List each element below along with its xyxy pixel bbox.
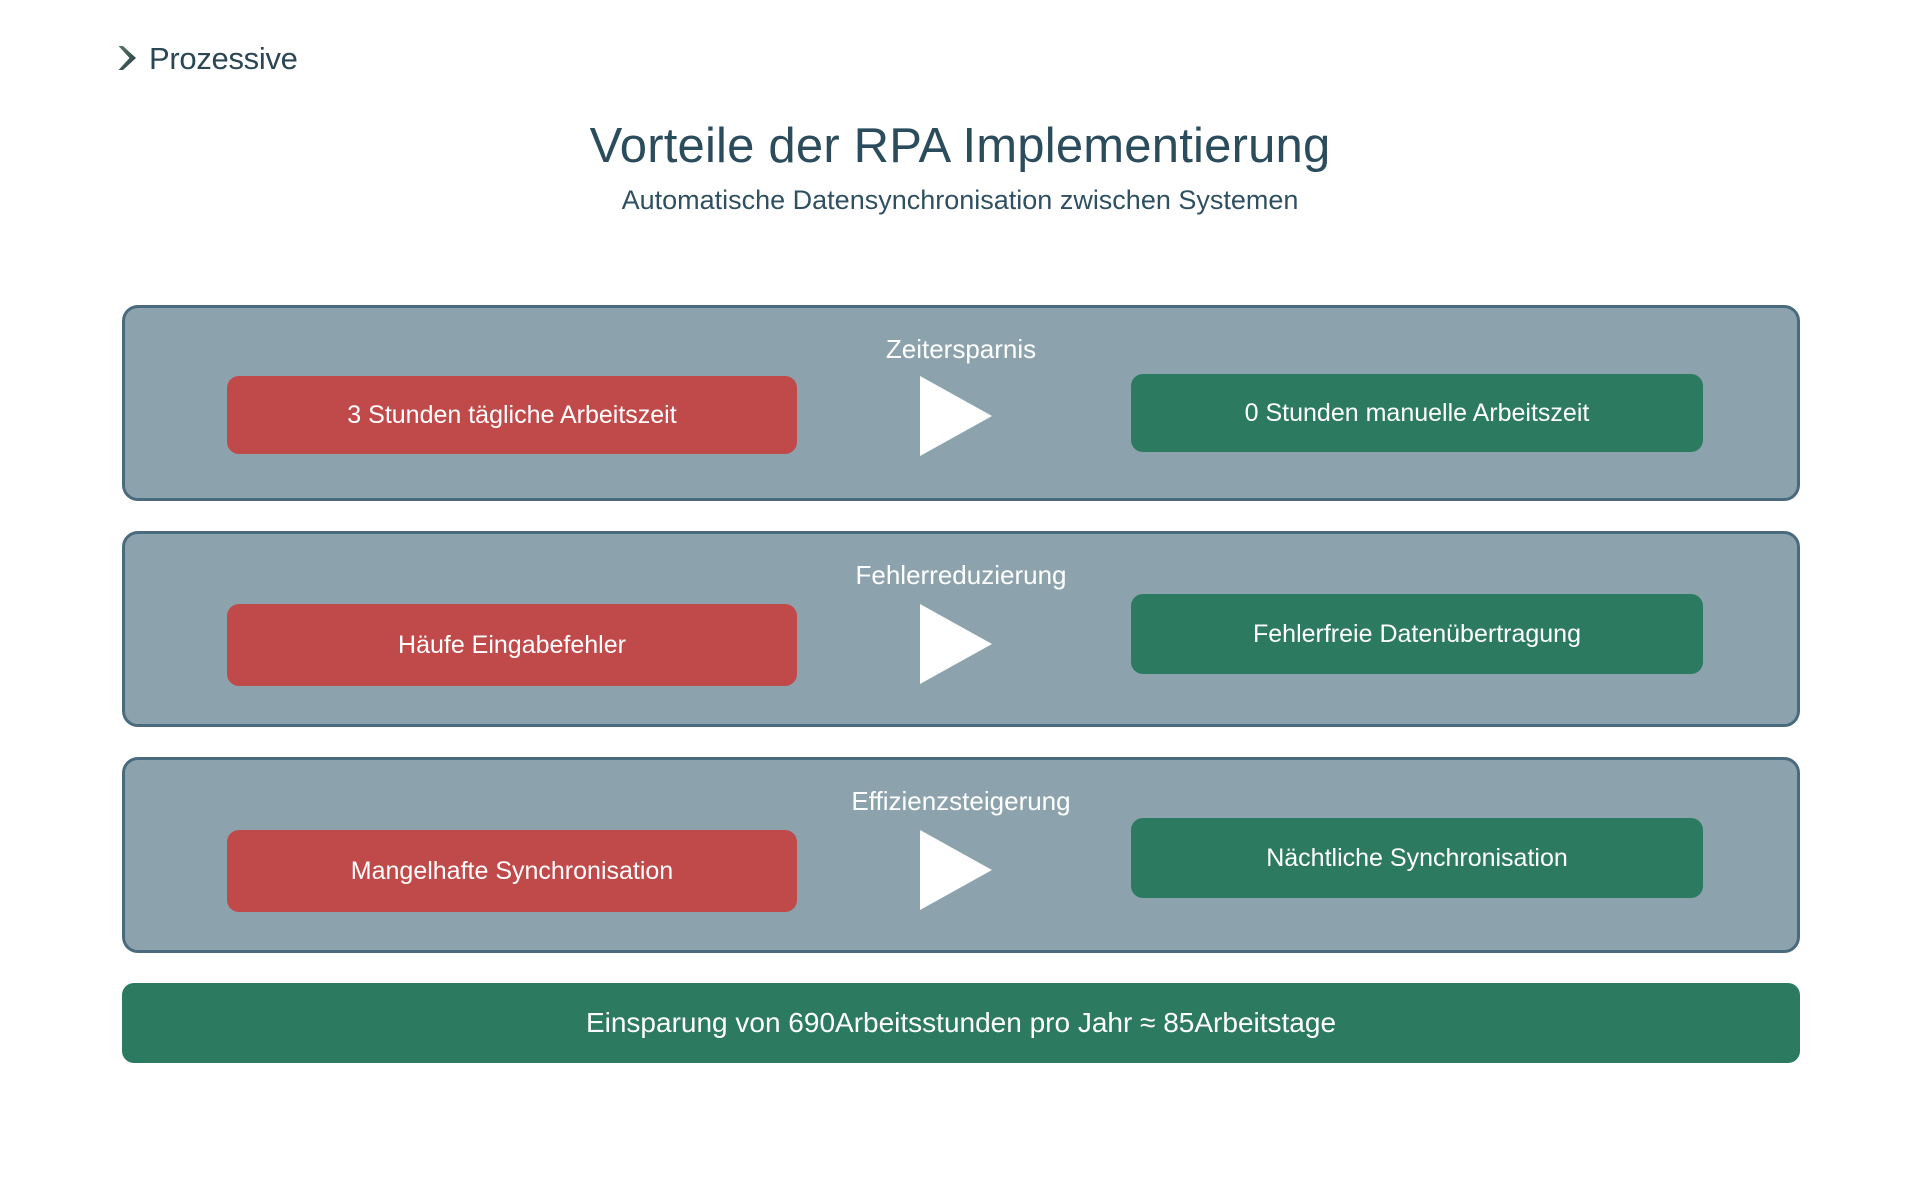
brand-name: Prozessive [149, 40, 298, 76]
before-state-pill: 3 Stunden tägliche Arbeitszeit [227, 376, 797, 454]
triangle-right-icon [920, 830, 992, 910]
after-state-pill: 0 Stunden manuelle Arbeitszeit [1131, 374, 1703, 452]
page-title: Vorteile der RPA Implementierung [589, 119, 1331, 173]
triangle-right-icon [920, 604, 992, 684]
triangle-right-icon [920, 376, 992, 456]
row-label: Effizienzsteigerung [851, 786, 1071, 816]
summary-banner: Einsparung von 690Arbeitsstunden pro Jah… [122, 983, 1800, 1063]
chevron-right-icon [118, 46, 136, 70]
before-state-pill: Mangelhafte Synchronisation [227, 830, 797, 912]
page-subtitle: Automatische Datensynchronisation zwisch… [621, 185, 1299, 215]
row-label: Zeitersparnis [885, 334, 1037, 364]
comparison-row: Zeitersparnis 3 Stunden tägliche Arbeits… [122, 305, 1800, 501]
comparison-row: Effizienzsteigerung Mangelhafte Synchron… [122, 757, 1800, 953]
comparison-row: Fehlerreduzierung Häufe Eingabefehler Fe… [122, 531, 1800, 727]
after-state-pill: Nächtliche Synchronisation [1131, 818, 1703, 898]
row-label: Fehlerreduzierung [855, 560, 1067, 590]
before-state-pill: Häufe Eingabefehler [227, 604, 797, 686]
comparison-rows: Zeitersparnis 3 Stunden tägliche Arbeits… [122, 305, 1800, 983]
brand-logo: Prozessive [112, 38, 298, 78]
after-state-pill: Fehlerfreie Datenübertragung [1131, 594, 1703, 674]
